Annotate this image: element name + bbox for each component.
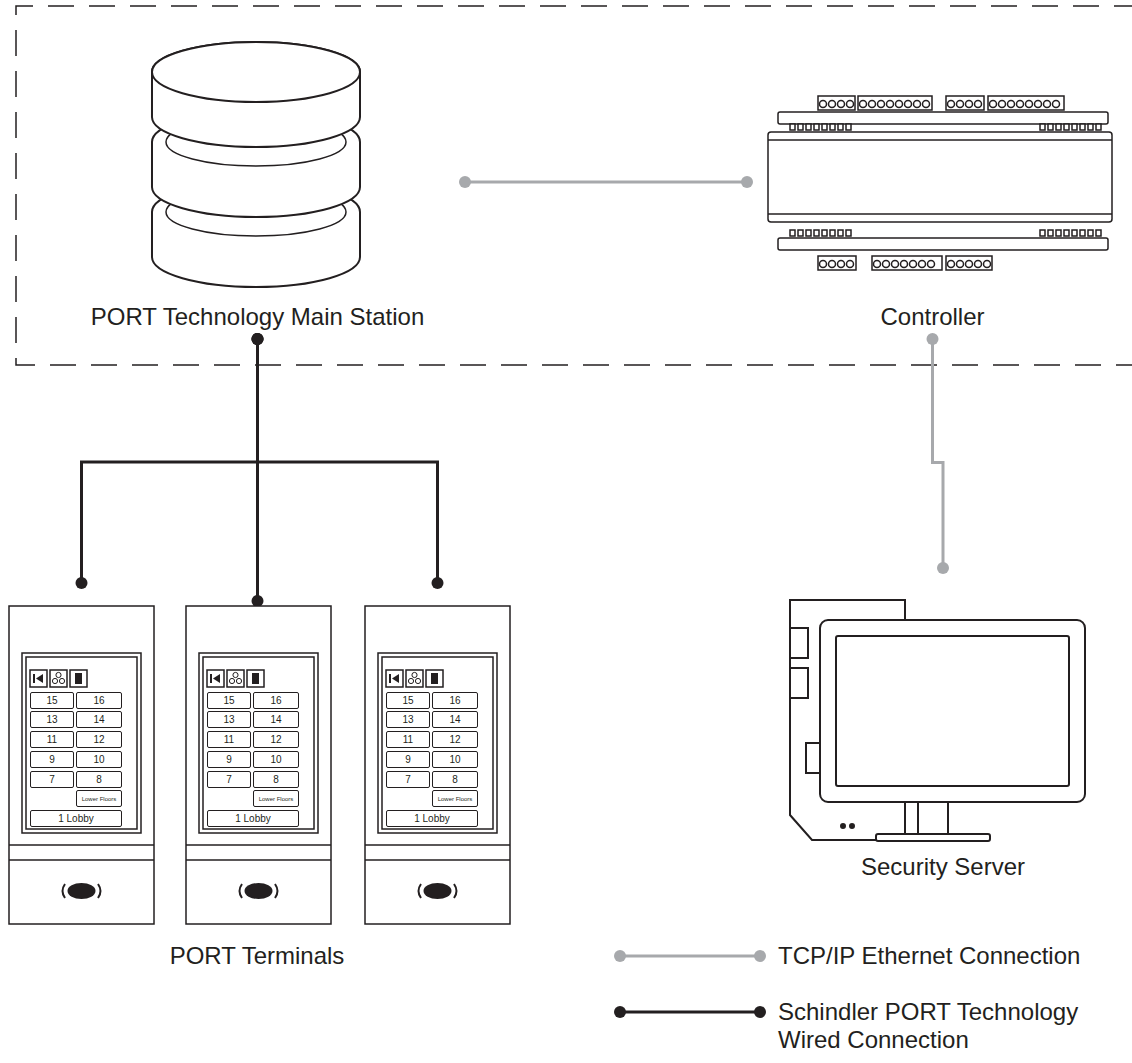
floor-button: 8	[253, 771, 299, 788]
floor-button: 13	[386, 711, 430, 728]
floor-button: 10	[253, 751, 299, 768]
controller-icon	[768, 96, 1112, 270]
floor-button: 16	[432, 692, 478, 709]
floor-button: 12	[253, 731, 299, 748]
floor-button: 10	[76, 751, 122, 768]
port-terminal: 15161314111291078Lower Floors 1 Lobby	[364, 605, 511, 925]
floor-button: 7	[386, 771, 430, 788]
legend-entry: TCP/IP Ethernet Connection	[606, 942, 1128, 970]
legend-entry: Schindler PORT Technology Wired Connecti…	[606, 998, 1128, 1054]
floor-button: 7	[207, 771, 251, 788]
database-icon	[152, 42, 360, 287]
floor-button: 13	[207, 711, 251, 728]
floor-button: Lower Floors	[432, 790, 478, 807]
connector	[459, 176, 753, 188]
floor-button: 1 Lobby	[386, 810, 478, 827]
floor-button: 11	[207, 731, 251, 748]
legend-text: TCP/IP Ethernet Connection	[778, 942, 1122, 970]
floor-button: 12	[76, 731, 122, 748]
security-server-node: Security Server	[765, 590, 1121, 885]
port-terminal: 15161314111291078Lower Floors 1 Lobby	[8, 605, 155, 925]
connector	[76, 333, 264, 589]
floor-button: 9	[207, 751, 251, 768]
node-label: Security Server	[765, 853, 1121, 881]
floor-button: 10	[432, 751, 478, 768]
floor-button: 12	[432, 731, 478, 748]
server-icon	[790, 600, 1085, 841]
legend-sample	[606, 942, 772, 970]
floor-button: Lower Floors	[253, 790, 299, 807]
floor-button: 1 Lobby	[30, 810, 122, 827]
floor-button: 1 Lobby	[207, 810, 299, 827]
floor-button: 15	[30, 692, 74, 709]
floor-button: 15	[207, 692, 251, 709]
floor-button: 14	[432, 711, 478, 728]
main-station-node: PORT Technology Main Station	[52, 30, 463, 335]
node-label: PORT Technology Main Station	[52, 303, 463, 331]
floor-button: Lower Floors	[76, 790, 122, 807]
floor-button: 9	[386, 751, 430, 768]
floor-button: 16	[76, 692, 122, 709]
node-label: Controller	[737, 303, 1128, 331]
legend-sample	[606, 998, 772, 1026]
floor-button: 8	[432, 771, 478, 788]
floor-button: 14	[253, 711, 299, 728]
floor-button: 11	[30, 731, 74, 748]
connector	[927, 333, 950, 574]
floor-button: 8	[76, 771, 122, 788]
group-label: PORT Terminals	[57, 942, 457, 970]
connector	[252, 333, 444, 589]
floor-button: 9	[30, 751, 74, 768]
legend-text: Schindler PORT Technology Wired Connecti…	[778, 998, 1122, 1054]
floor-button: 14	[76, 711, 122, 728]
floor-button: 11	[386, 731, 430, 748]
controller-node: Controller	[737, 85, 1128, 335]
floor-button: 7	[30, 771, 74, 788]
dashed-region	[16, 6, 1132, 365]
floor-button: 13	[30, 711, 74, 728]
floor-button: 16	[253, 692, 299, 709]
floor-button: 15	[386, 692, 430, 709]
port-terminal: 15161314111291078Lower Floors 1 Lobby	[185, 605, 332, 925]
